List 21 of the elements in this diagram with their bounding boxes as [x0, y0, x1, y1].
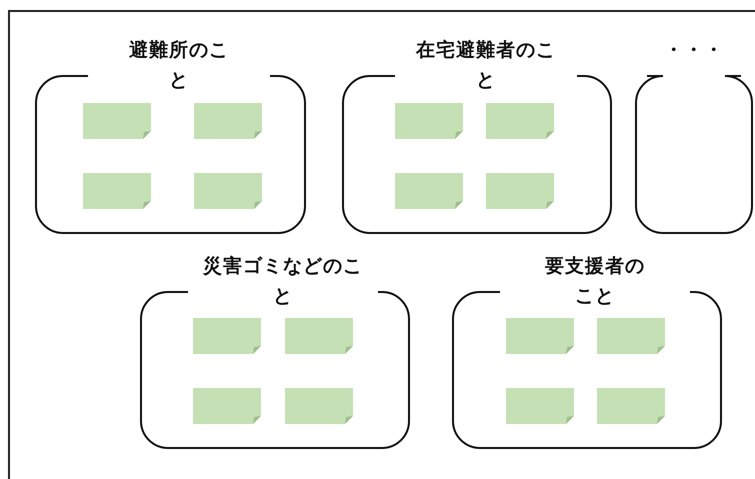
sticky-note [285, 318, 353, 354]
sticky-note [506, 388, 574, 424]
sticky-note [83, 103, 151, 139]
sticky-note [395, 173, 463, 209]
sticky-note [83, 173, 151, 209]
sticky-note [597, 388, 665, 424]
sticky-note [506, 318, 574, 354]
sticky-note [486, 103, 554, 139]
group-heading: 要支援者のこと [544, 254, 646, 309]
group-heading: ・・・ [663, 38, 725, 63]
sticky-note [395, 103, 463, 139]
sticky-note [194, 173, 262, 209]
sticky-note [597, 318, 665, 354]
sticky-note [285, 388, 353, 424]
sticky-note [194, 103, 262, 139]
sticky-note [193, 318, 261, 354]
sticky-note [486, 173, 554, 209]
sticky-note [193, 388, 261, 424]
group-heading: 在宅避難者のこと [416, 38, 556, 93]
group-heading: 避難所のこと [129, 38, 229, 93]
group-heading: 災害ゴミなどのこと [202, 254, 364, 309]
